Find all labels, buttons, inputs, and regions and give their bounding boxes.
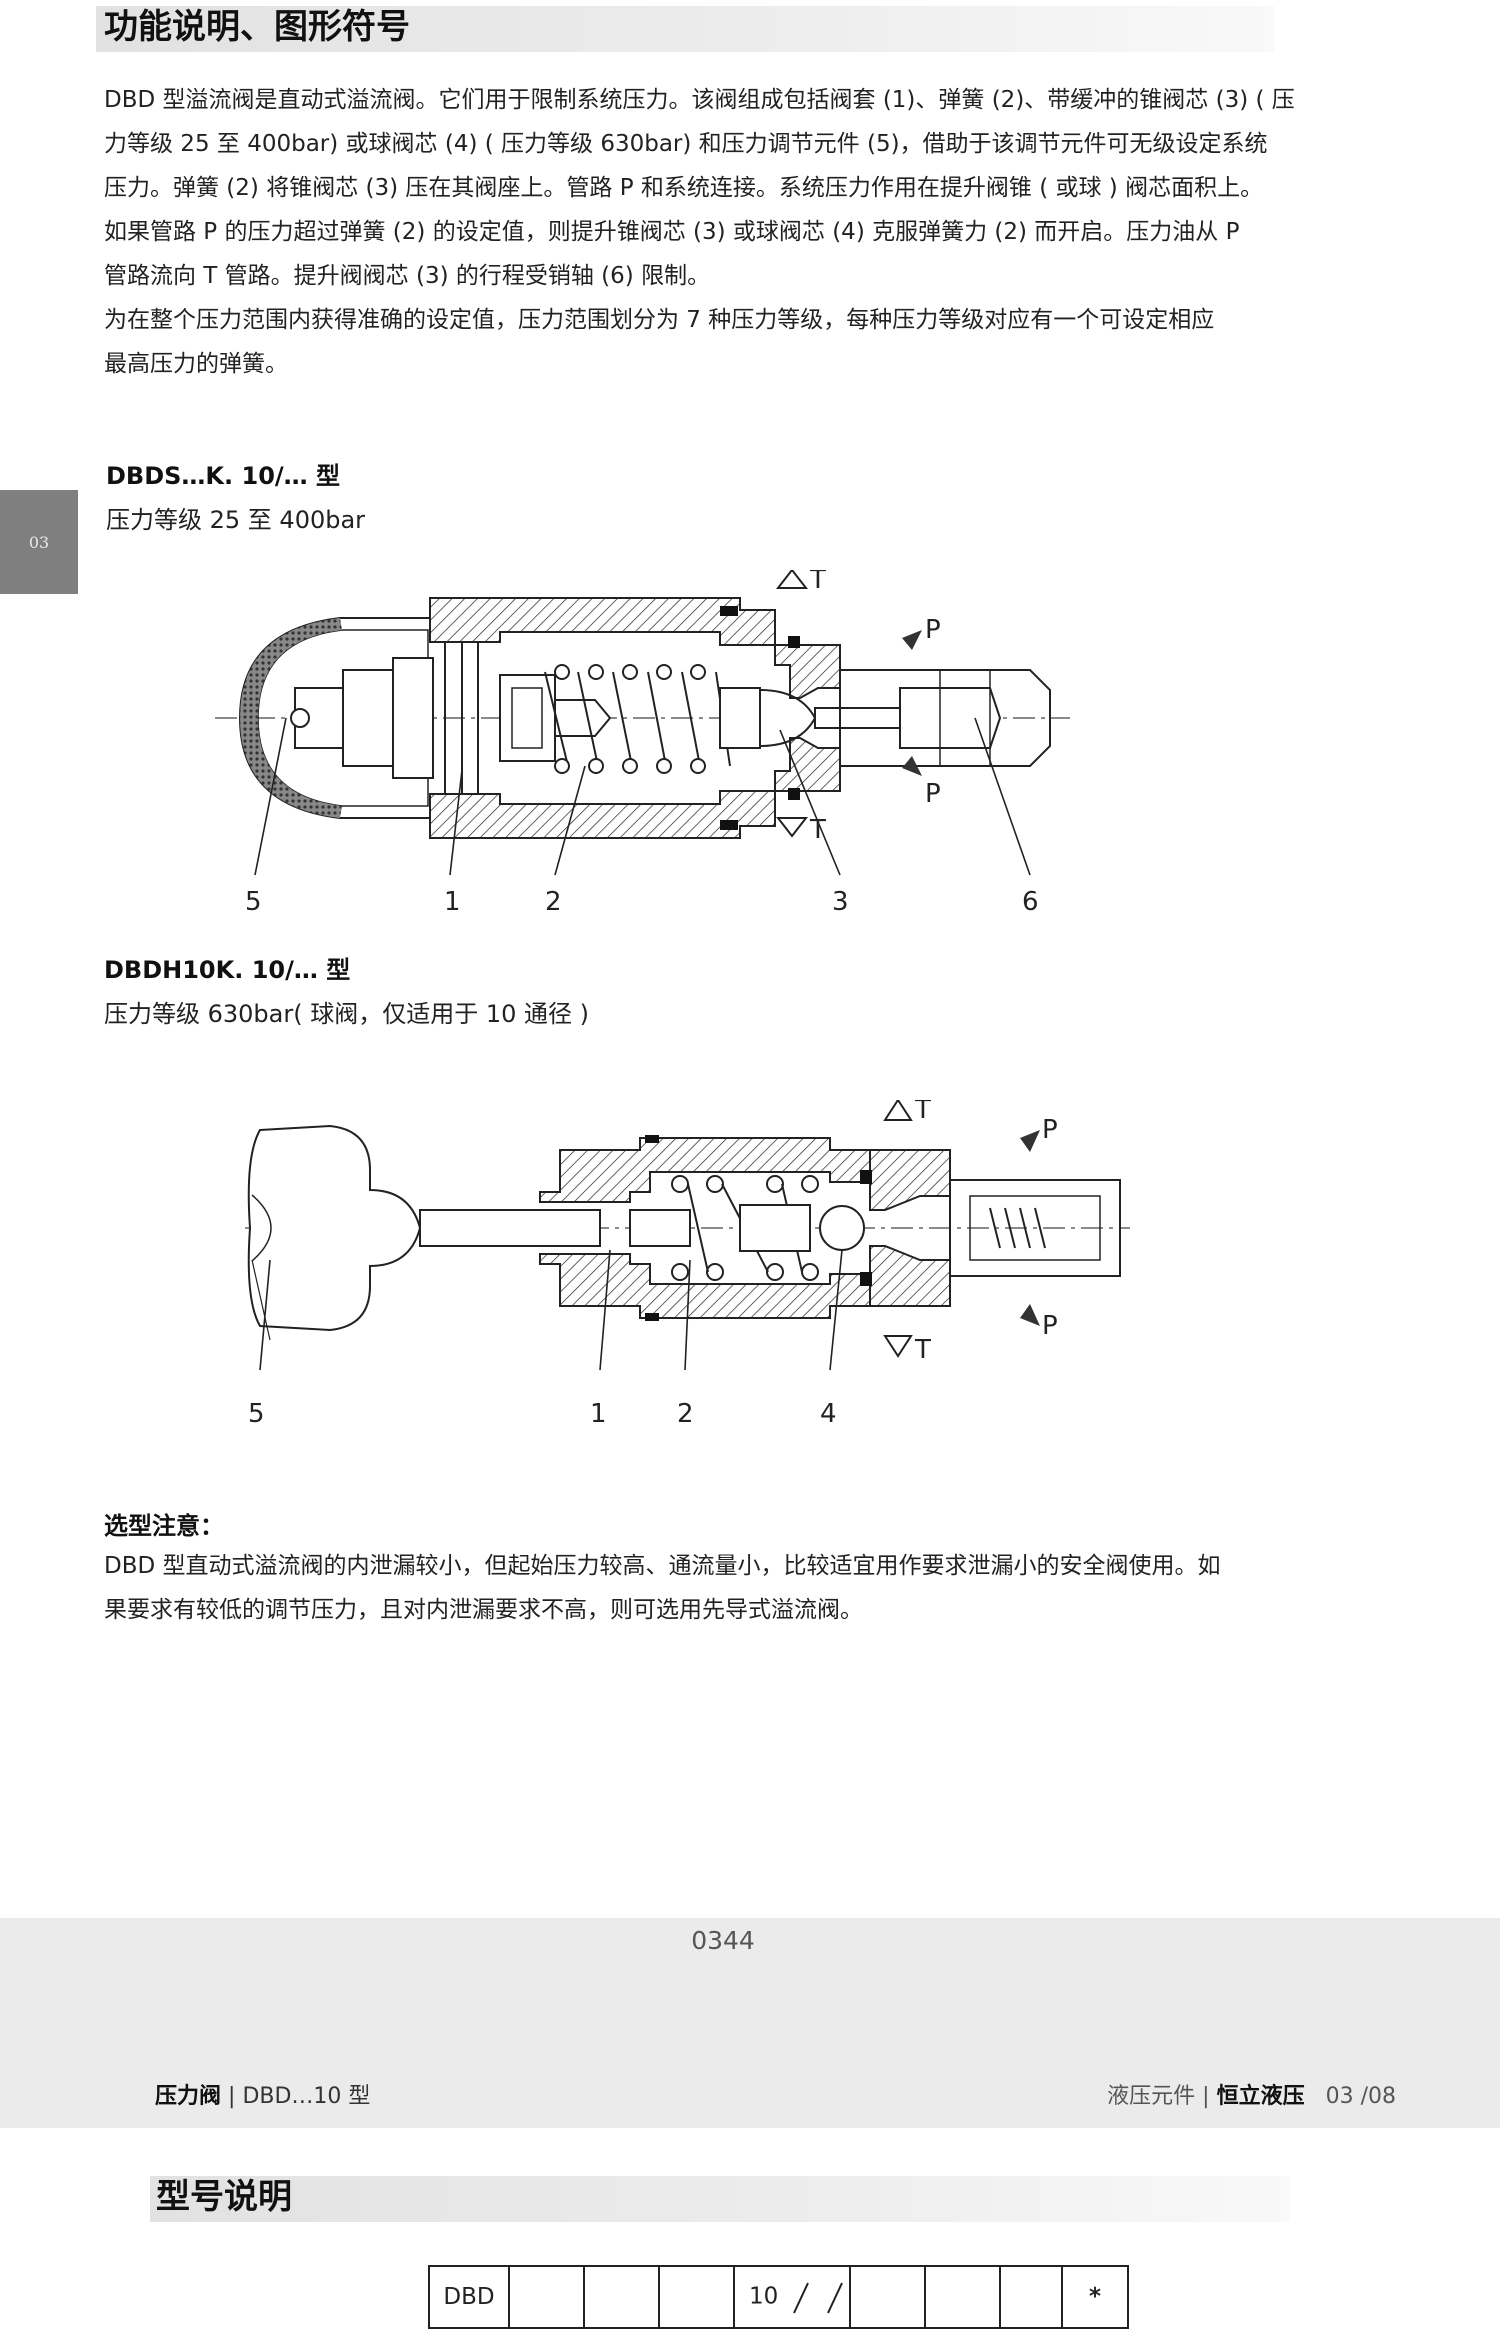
footer-left: 压力阀 | DBD…10 型 xyxy=(155,2078,370,2110)
callout-5: 5 xyxy=(245,887,262,917)
selection-heading: 选型注意： xyxy=(104,1512,224,1540)
dbds-valve-section-diagram: T T P P 5 1 2 3 6 xyxy=(215,570,1070,917)
intro-line: 为在整个压力范围内获得准确的设定值，压力范围划分为 7 种压力等级，每种压力等级… xyxy=(104,307,1215,333)
diagram2-model: DBDH10K. 10/… 型 xyxy=(104,956,351,984)
intro-line: 力等级 25 至 400bar) 或球阀芯 (4) ( 压力等级 630bar)… xyxy=(104,131,1268,157)
code-cell xyxy=(508,2265,585,2329)
section2-title: 型号说明 xyxy=(156,2177,292,2217)
footer-band xyxy=(0,1918,1500,2128)
intro-line: 如果管路 P 的压力超过弹簧 (2) 的设定值，则提升锥阀芯 (3) 或球阀芯 … xyxy=(104,219,1240,245)
diagram1-port-t-top: T xyxy=(809,570,826,595)
callout-1: 1 xyxy=(590,1399,607,1429)
dbdh-valve-section-diagram: T T P P 5 1 2 4 xyxy=(245,1100,1130,1429)
code-cell xyxy=(583,2265,660,2329)
selection-paragraph: DBD 型直动式溢流阀的内泄漏较小，但起始压力较高、通流量小，比较适宜用作要求泄… xyxy=(104,1544,1344,1632)
callout-2: 2 xyxy=(545,887,562,917)
intro-line: 最高压力的弹簧。 xyxy=(104,351,288,377)
code-cell xyxy=(924,2265,1001,2329)
section2-title-bar xyxy=(150,2176,1290,2222)
diagram2-port-p-top: P xyxy=(1042,1115,1058,1145)
diagram1-model: DBDS…K. 10/… 型 xyxy=(106,462,341,490)
footer-series: DBD…10 型 xyxy=(242,2084,371,2109)
diagram1-port-p-top: P xyxy=(925,615,941,645)
footer-separator: | xyxy=(1202,2084,1210,2109)
diagram1-port-t-bottom: T xyxy=(809,815,826,845)
code-cell xyxy=(658,2265,735,2329)
footer-page: 03 /08 xyxy=(1325,2084,1396,2109)
footer-category: 压力阀 xyxy=(155,2084,222,2109)
diagram2-port-p-bottom: P xyxy=(1042,1311,1058,1341)
footer-right: 液压元件 | 恒立液压 03 /08 xyxy=(1107,2078,1396,2110)
code-cell: DBD xyxy=(428,2265,510,2329)
diagram2-port-t-top: T xyxy=(914,1100,931,1125)
diagram1-pressure: 压力等级 25 至 400bar xyxy=(106,506,366,534)
diagram1-port-p-bottom: P xyxy=(925,779,941,809)
callout-4: 4 xyxy=(820,1399,837,1429)
chapter-tab: 03 xyxy=(0,490,78,594)
intro-line: 管路流向 T 管路。提升阀阀芯 (3) 的行程受销轴 (6) 限制。 xyxy=(104,263,711,289)
model-code-table: DBD 10 * xyxy=(428,2265,1129,2329)
callout-2: 2 xyxy=(677,1399,694,1429)
callout-1: 1 xyxy=(444,887,461,917)
slash-separator-icon xyxy=(792,2282,843,2314)
title-bar xyxy=(96,6,1274,52)
page-number: 0344 xyxy=(691,1926,755,1955)
diagram2-port-t-bottom: T xyxy=(914,1335,931,1365)
intro-line: DBD 型溢流阀是直动式溢流阀。它们用于限制系统压力。该阀组成包括阀套 (1)、… xyxy=(104,87,1295,113)
callout-6: 6 xyxy=(1022,887,1039,917)
code-cell-value: 10 xyxy=(749,2283,779,2310)
footer-section: 液压元件 xyxy=(1107,2084,1196,2109)
footer-brand: 恒立液压 xyxy=(1216,2084,1305,2109)
diagram2-pressure: 压力等级 630bar( 球阀，仅适用于 10 通径 ) xyxy=(104,1000,590,1028)
intro-paragraph: DBD 型溢流阀是直动式溢流阀。它们用于限制系统压力。该阀组成包括阀套 (1)、… xyxy=(104,78,1344,386)
footer-separator: | xyxy=(228,2084,236,2109)
page-title: 功能说明、图形符号 xyxy=(104,7,410,47)
callout-5: 5 xyxy=(248,1399,265,1429)
selection-line: DBD 型直动式溢流阀的内泄漏较小，但起始压力较高、通流量小，比较适宜用作要求泄… xyxy=(104,1553,1221,1579)
code-cell xyxy=(849,2265,926,2329)
intro-line: 压力。弹簧 (2) 将锥阀芯 (3) 压在其阀座上。管路 P 和系统连接。系统压… xyxy=(104,175,1264,201)
selection-line: 果要求有较低的调节压力，且对内泄漏要求不高，则可选用先导式溢流阀。 xyxy=(104,1597,863,1623)
callout-3: 3 xyxy=(832,887,849,917)
code-cell: * xyxy=(1061,2265,1129,2329)
code-cell xyxy=(999,2265,1063,2329)
code-cell: 10 xyxy=(733,2265,851,2329)
